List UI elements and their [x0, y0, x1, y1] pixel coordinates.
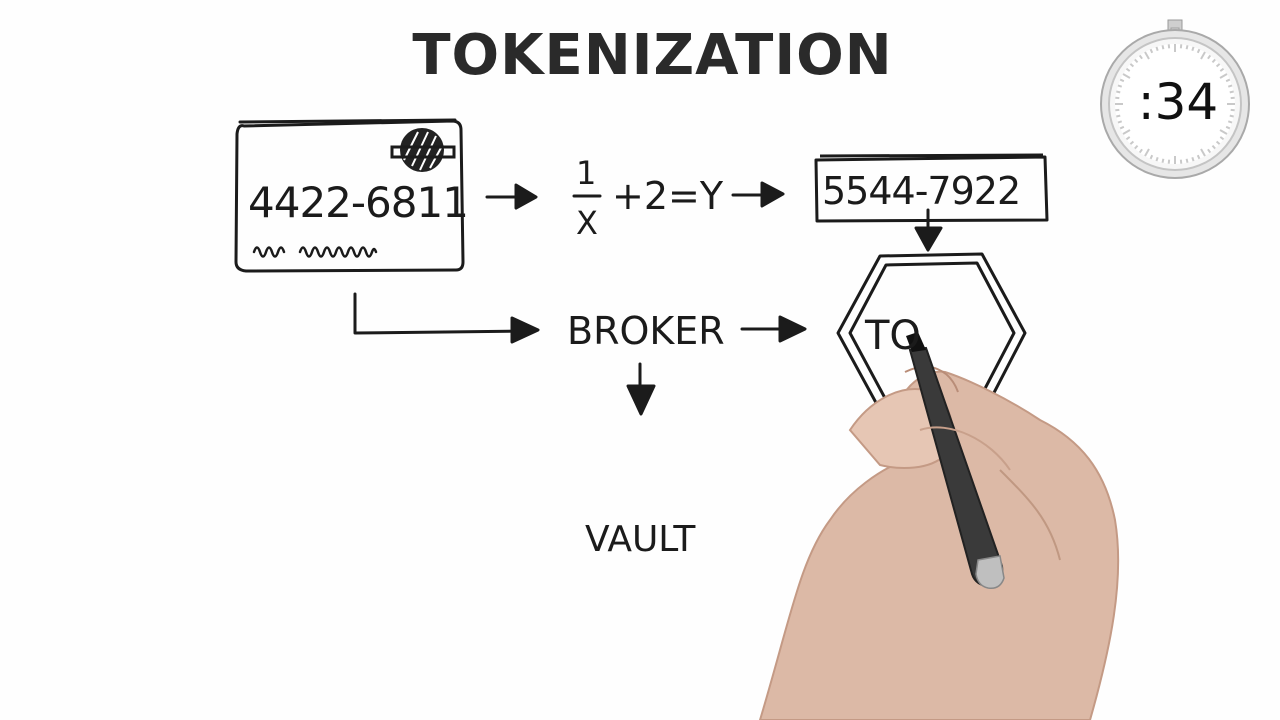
stopwatch-tick — [1149, 154, 1154, 160]
arrow-token-to-hexagon — [914, 208, 943, 252]
stopwatch-tick — [1219, 136, 1225, 141]
token-number: 5544-7922 — [822, 169, 1021, 213]
stopwatch-icon — [1100, 19, 1250, 179]
stopwatch-tick — [1144, 51, 1150, 60]
page-title: TOKENIZATION — [412, 23, 893, 88]
stopwatch-tick — [1185, 158, 1189, 163]
stopwatch-tick — [1138, 148, 1143, 154]
timer-readout: :34 — [1137, 73, 1219, 131]
formula-numerator: 1 — [576, 154, 597, 192]
stopwatch-tick — [1117, 84, 1123, 88]
stopwatch-tick — [1215, 63, 1221, 68]
stopwatch-tick — [1134, 58, 1139, 64]
stopwatch-tick — [1229, 114, 1234, 118]
formula-rest: +2=Y — [612, 174, 724, 218]
formula-denominator: X — [576, 204, 598, 242]
arrow-broker-to-hexagon — [740, 315, 807, 343]
stopwatch-tick — [1125, 136, 1131, 141]
stopwatch-tick — [1155, 46, 1159, 52]
stopwatch-tick — [1116, 114, 1121, 118]
drawing-hand — [758, 332, 1120, 720]
stopwatch-tick — [1117, 120, 1123, 124]
stopwatch-tick — [1185, 45, 1189, 50]
stopwatch-tick — [1149, 48, 1154, 54]
stopwatch-tick — [1119, 125, 1125, 130]
stopwatch-tick — [1196, 48, 1201, 54]
hexagon-label: TO — [865, 313, 921, 359]
stopwatch-tick — [1211, 144, 1216, 150]
stopwatch-tick — [1227, 120, 1233, 124]
stopwatch-tick — [1200, 51, 1206, 60]
arrow-broker-to-vault — [626, 362, 656, 416]
stopwatch-tick — [1155, 156, 1159, 162]
stopwatch-tick — [1225, 125, 1231, 130]
card-number: 4422-6811 — [248, 178, 469, 227]
stopwatch-tick — [1200, 148, 1206, 157]
stopwatch-tick — [1207, 148, 1212, 154]
stopwatch-tick — [1161, 45, 1165, 50]
stopwatch-tick — [1125, 67, 1131, 72]
stopwatch-tick — [1191, 156, 1195, 162]
stopwatch-tick — [1229, 90, 1234, 94]
stopwatch-tick — [1129, 140, 1135, 145]
arrow-card-to-formula — [485, 183, 538, 210]
stopwatch-tick — [1138, 54, 1143, 60]
token-box — [814, 153, 1049, 223]
credit-card — [234, 118, 465, 273]
stopwatch-tick — [1129, 63, 1135, 68]
stopwatch-tick — [1116, 90, 1121, 94]
stopwatch-tick — [1122, 73, 1131, 79]
card-signature-scribble — [252, 246, 378, 258]
card-chip-icon — [390, 128, 456, 172]
stopwatch-tick — [1161, 158, 1165, 163]
stopwatch-tick — [1215, 140, 1221, 145]
stopwatch-tick — [1196, 154, 1201, 160]
stopwatch-tick — [1211, 58, 1216, 64]
stopwatch-tick — [1219, 129, 1228, 135]
stopwatch-tick — [1219, 67, 1225, 72]
stopwatch-tick — [1225, 78, 1231, 83]
stopwatch-tick — [1122, 129, 1131, 135]
arrow-card-to-broker — [353, 292, 540, 344]
marker-pen-icon — [906, 332, 1005, 590]
stopwatch-tick — [1219, 73, 1228, 79]
stopwatch-tick — [1144, 148, 1150, 157]
stopwatch-tick — [1227, 84, 1233, 88]
vault-label: VAULT — [585, 519, 696, 560]
stopwatch-tick — [1191, 46, 1195, 52]
broker-label: BROKER — [567, 309, 725, 353]
stopwatch-tick — [1134, 144, 1139, 150]
stopwatch-tick — [1119, 78, 1125, 83]
arrow-formula-to-token — [731, 181, 785, 208]
stopwatch-tick — [1207, 54, 1212, 60]
